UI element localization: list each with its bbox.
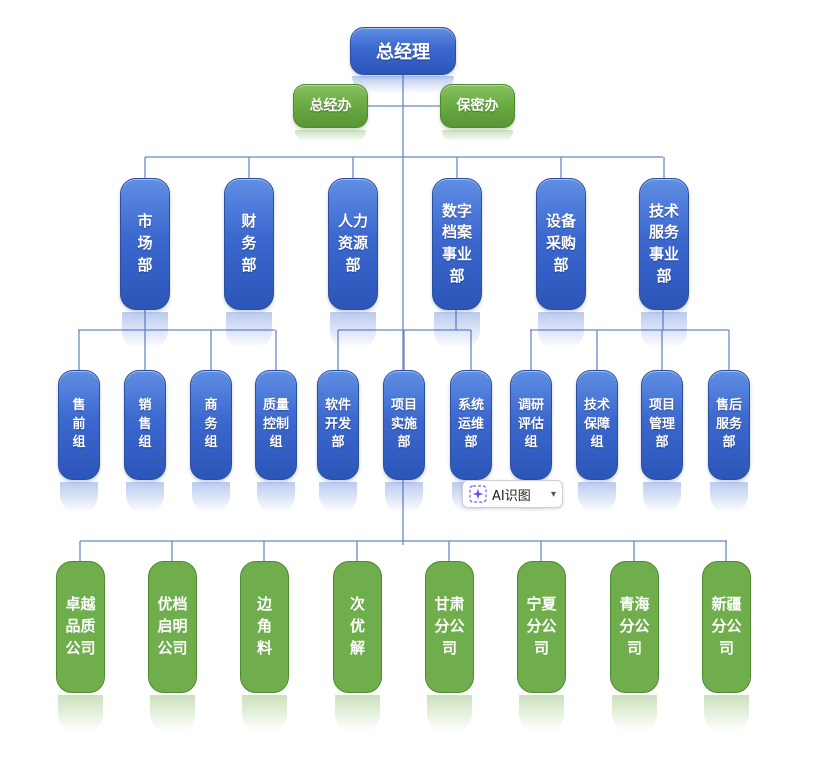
branch-node: 新疆 分公 司 xyxy=(702,561,751,693)
ai-recognize-label: AI识图 xyxy=(492,488,531,504)
group-node: 销 售 组 xyxy=(124,370,166,480)
branch-node: 甘肃 分公 司 xyxy=(425,561,474,693)
group-node: 项目 实施 部 xyxy=(383,370,425,480)
department-node: 市 场 部 xyxy=(120,178,170,310)
branch-node: 宁夏 分公 司 xyxy=(517,561,566,693)
group-node: 售 前 组 xyxy=(58,370,100,480)
group-node: 质量 控制 组 xyxy=(255,370,297,480)
department-node: 技术 服务 事业 部 xyxy=(639,178,689,310)
department-node: 设备 采购 部 xyxy=(536,178,586,310)
group-node: 商 务 组 xyxy=(190,370,232,480)
department-node: 数字 档案 事业 部 xyxy=(432,178,482,310)
group-node: 软件 开发 部 xyxy=(317,370,359,480)
branch-node: 边 角 料 xyxy=(240,561,289,693)
group-node: 系统 运维 部 xyxy=(450,370,492,480)
chevron-down-icon: ▾ xyxy=(550,488,556,500)
group-node: 技术 保障 组 xyxy=(576,370,618,480)
top-node: 总经理 xyxy=(350,27,456,75)
group-node: 调研 评估 组 xyxy=(510,370,552,480)
branch-node: 青海 分公 司 xyxy=(610,561,659,693)
department-node: 人力 资源 部 xyxy=(328,178,378,310)
branch-node: 卓越 品质 公司 xyxy=(56,561,105,693)
sparkle-icon xyxy=(469,485,487,503)
ai-recognize-button[interactable]: AI识图 ▾ xyxy=(462,480,563,508)
assistant-general-office: 总经办 xyxy=(293,84,368,128)
branch-node: 次 优 解 xyxy=(333,561,382,693)
branch-node: 优档 启明 公司 xyxy=(148,561,197,693)
group-node: 售后 服务 部 xyxy=(708,370,750,480)
group-node: 项目 管理 部 xyxy=(641,370,683,480)
department-node: 财 务 部 xyxy=(224,178,274,310)
assistant-security-office: 保密办 xyxy=(440,84,515,128)
